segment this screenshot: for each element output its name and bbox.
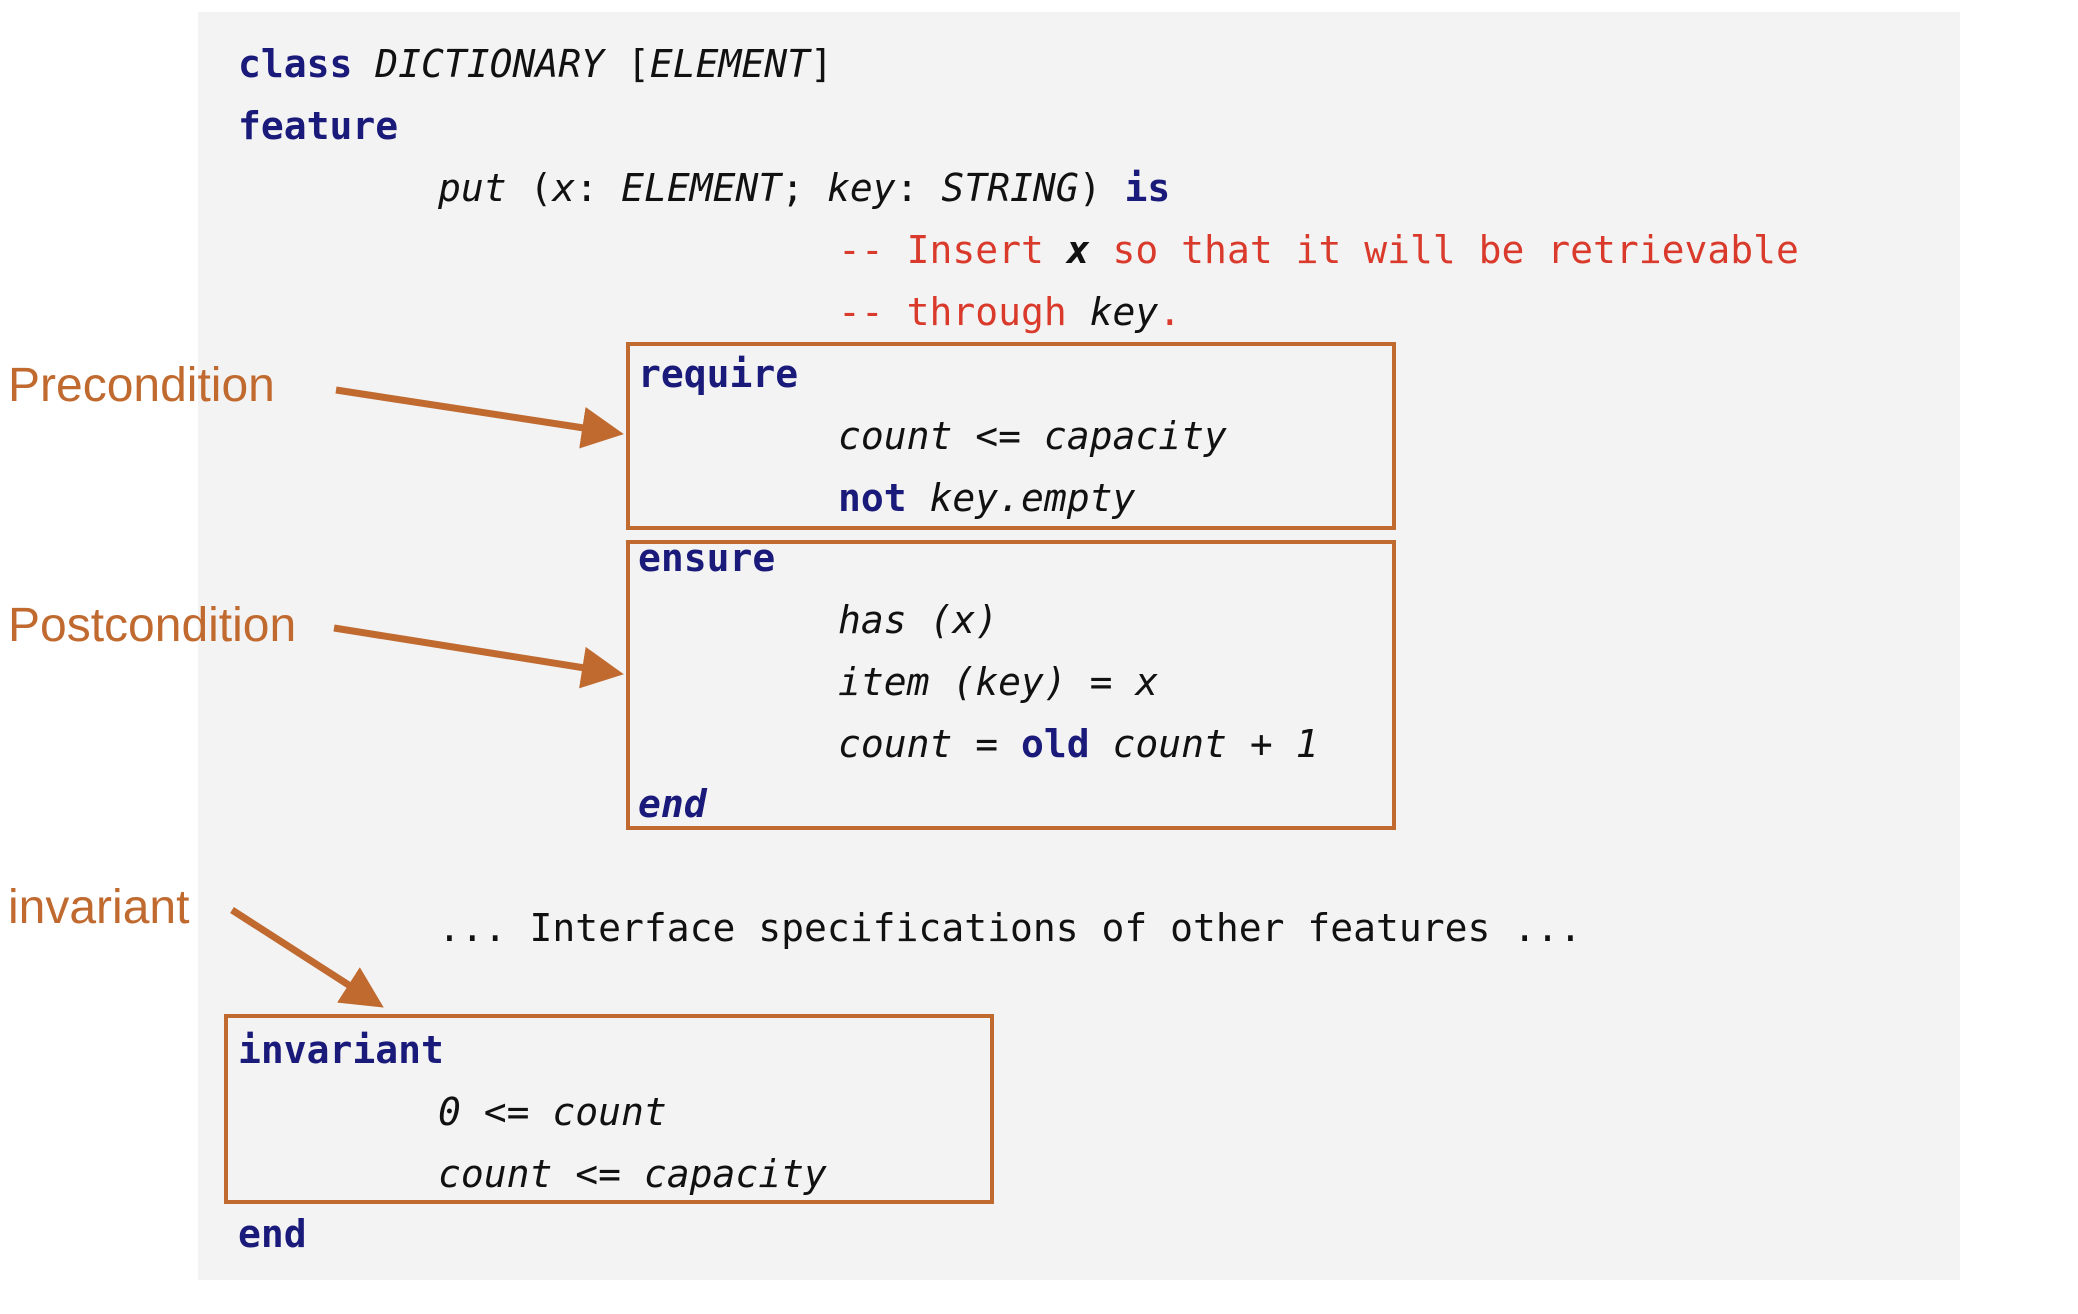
code-panel: [198, 12, 1960, 1280]
class-declaration-line: class DICTIONARY [ELEMENT]: [238, 42, 833, 86]
comment-x: x: [1066, 228, 1090, 272]
require-expr: key.empty: [906, 476, 1136, 520]
put-signature-line: put (x: ELEMENT; key: STRING) is: [438, 166, 1170, 210]
require-line: require: [638, 352, 798, 396]
other-features-line: ... Interface specifications of other fe…: [438, 906, 1582, 950]
comment-key: key: [1089, 290, 1159, 334]
invariant-clause-2: count <= capacity: [438, 1152, 827, 1196]
require-clause-2: not key.empty: [838, 476, 1135, 520]
generic-open: [: [604, 42, 650, 86]
colon: :: [575, 166, 622, 210]
not-keyword: not: [838, 476, 907, 520]
param-key: key: [826, 166, 896, 210]
ensure-keyword: ensure: [638, 536, 776, 580]
ensure-clause-1: has (x): [838, 598, 999, 642]
feature-keyword: feature: [238, 104, 399, 148]
ensure-clause-2: item (key) = x: [838, 660, 1159, 704]
end-keyword: end: [638, 782, 707, 826]
colon: :: [895, 166, 942, 210]
paren-close: ): [1078, 166, 1125, 210]
invariant-line: invariant: [238, 1028, 444, 1072]
class-end-line: end: [238, 1212, 307, 1256]
paren-open: (: [506, 166, 553, 210]
old-keyword: old: [1021, 722, 1090, 766]
comment-text: -- through: [838, 290, 1090, 334]
class-name: DICTIONARY: [375, 42, 605, 86]
type-string: STRING: [941, 166, 1079, 210]
precondition-label: Precondition: [8, 359, 275, 412]
is-keyword: is: [1124, 166, 1171, 210]
invariant-label: invariant: [8, 881, 190, 934]
semicolon: ;: [781, 166, 827, 210]
ensure-expr-a: count =: [838, 722, 1022, 766]
ensure-line: ensure: [638, 536, 775, 580]
invariant-arrow: [230, 907, 384, 1008]
param-x: x: [552, 166, 576, 210]
invariant-clause-1: 0 <= count: [438, 1090, 667, 1134]
precondition-box: [626, 342, 1396, 530]
invariant-keyword: invariant: [238, 1028, 444, 1072]
feature-line: feature: [238, 104, 398, 148]
require-keyword: require: [638, 352, 799, 396]
comment-dot: .: [1158, 290, 1182, 334]
routine-name: put: [438, 166, 507, 210]
type-element: ELEMENT: [621, 166, 782, 210]
require-clause-1: count <= capacity: [838, 414, 1227, 458]
postcondition-box: [626, 540, 1396, 830]
class-keyword: class: [238, 42, 353, 86]
ensure-clause-3: count = old count + 1: [838, 722, 1318, 766]
comment-line-1: -- Insert x so that it will be retrievab…: [838, 228, 1799, 272]
postcondition-arrow: [333, 624, 624, 689]
end-keyword: end: [238, 1212, 307, 1256]
invariant-box: [224, 1014, 994, 1204]
routine-end-line: end: [638, 782, 707, 826]
comment-text: -- Insert: [838, 228, 1067, 272]
comment-text: so that it will be retrievable: [1089, 228, 1799, 272]
generic-param: ELEMENT: [649, 42, 810, 86]
generic-close: ]: [809, 42, 833, 86]
precondition-arrow: [335, 386, 624, 449]
ensure-expr-b: count + 1: [1089, 722, 1319, 766]
comment-line-2: -- through key.: [838, 290, 1181, 334]
postcondition-label: Postcondition: [8, 599, 297, 652]
